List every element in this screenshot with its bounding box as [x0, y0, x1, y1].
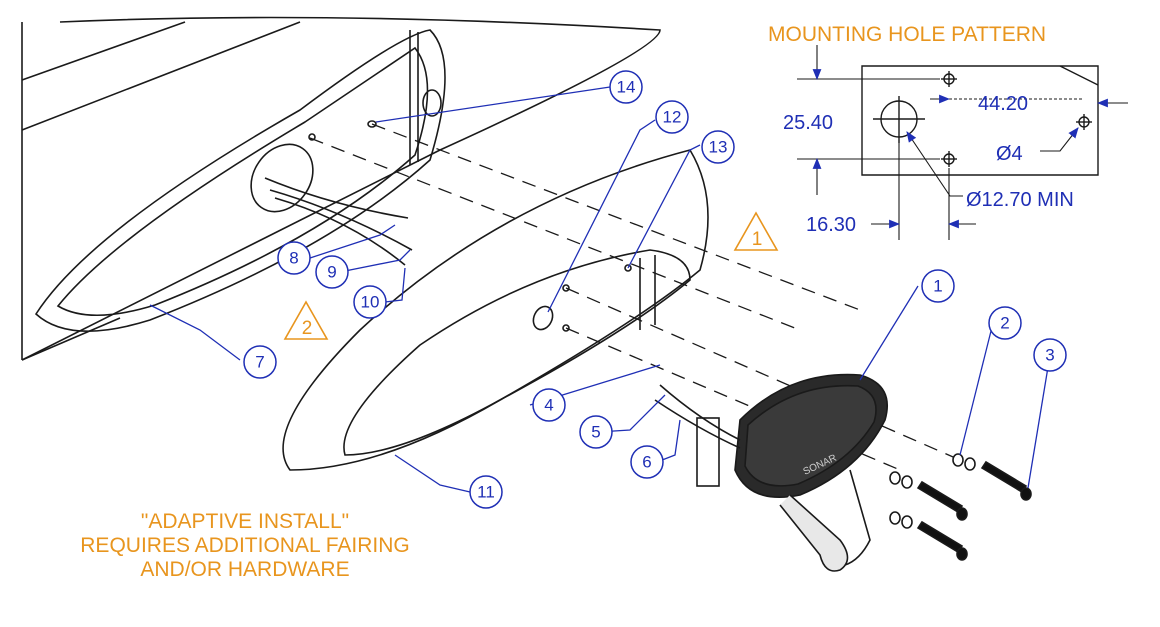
adaptive-note-line-3: AND/OR HARDWARE	[140, 558, 350, 581]
transducer: SONAR	[654, 373, 889, 572]
callout-9-circle	[315, 255, 349, 289]
warning-2-triangle	[283, 300, 329, 340]
warning-2-label: 2	[302, 318, 313, 339]
small-hole-diameter: Ø4	[996, 143, 1023, 165]
washer-set-a	[889, 453, 976, 529]
callout-7: 7	[255, 353, 264, 372]
callout-1: 1	[933, 277, 942, 296]
callout-14-circle	[609, 70, 643, 104]
callout-3: 3	[1045, 346, 1054, 365]
adaptive-note-line-1: "ADAPTIVE INSTALL"	[140, 510, 350, 533]
large-hole-diameter: Ø12.70 MIN	[966, 189, 1074, 211]
callout-5: 5	[591, 423, 600, 442]
callout-4-circle	[532, 388, 566, 422]
hole-pattern-drawing	[861, 65, 1099, 176]
hole-pattern-dimensions	[797, 45, 1128, 240]
dim-horizontal-top: 44.20	[978, 93, 1028, 115]
adaptive-note-line-2: REQUIRES ADDITIONAL FAIRING	[80, 534, 410, 557]
callout-5-circle	[579, 415, 613, 449]
callout-2: 2	[1000, 314, 1009, 333]
hardware	[889, 453, 1032, 561]
callout-10-circle	[353, 285, 387, 319]
callout-8-circle	[277, 241, 311, 275]
callout-leaders	[149, 86, 1051, 493]
callout-14: 14	[617, 78, 636, 97]
callout-6: 6	[642, 453, 651, 472]
callout-2-circle	[988, 306, 1022, 340]
warning-1-label: 1	[752, 229, 763, 250]
screws	[916, 460, 1032, 561]
callout-12-circle	[655, 100, 689, 134]
callout-13: 13	[709, 138, 728, 157]
callout-10: 10	[361, 293, 380, 312]
dim-horizontal-bottom: 16.30	[806, 214, 856, 236]
callout-3-circle	[1033, 338, 1067, 372]
callout-bubbles	[243, 70, 1067, 509]
callout-4: 4	[544, 396, 553, 415]
callout-numbers: 1 2 3 4 5 6 7 8 9 10 11 12 13 14	[255, 78, 1054, 502]
hole-pattern-title: MOUNTING HOLE PATTERN	[768, 23, 1046, 46]
hull	[21, 16, 661, 361]
callout-11: 11	[477, 483, 495, 502]
callout-9: 9	[327, 263, 336, 282]
callout-12: 12	[663, 108, 682, 127]
callout-13-circle	[701, 130, 735, 164]
adaptive-install-note: "ADAPTIVE INSTALL" REQUIRES ADDITIONAL F…	[30, 510, 460, 582]
callout-11-circle	[469, 475, 503, 509]
callout-8: 8	[289, 249, 298, 268]
warning-triangles	[283, 211, 779, 340]
fairing	[282, 149, 709, 471]
callout-6-circle	[630, 445, 664, 479]
callout-1-circle	[921, 269, 955, 303]
dim-vertical: 25.40	[783, 112, 833, 134]
callout-7-circle	[243, 345, 277, 379]
warning-1-triangle	[733, 211, 779, 251]
